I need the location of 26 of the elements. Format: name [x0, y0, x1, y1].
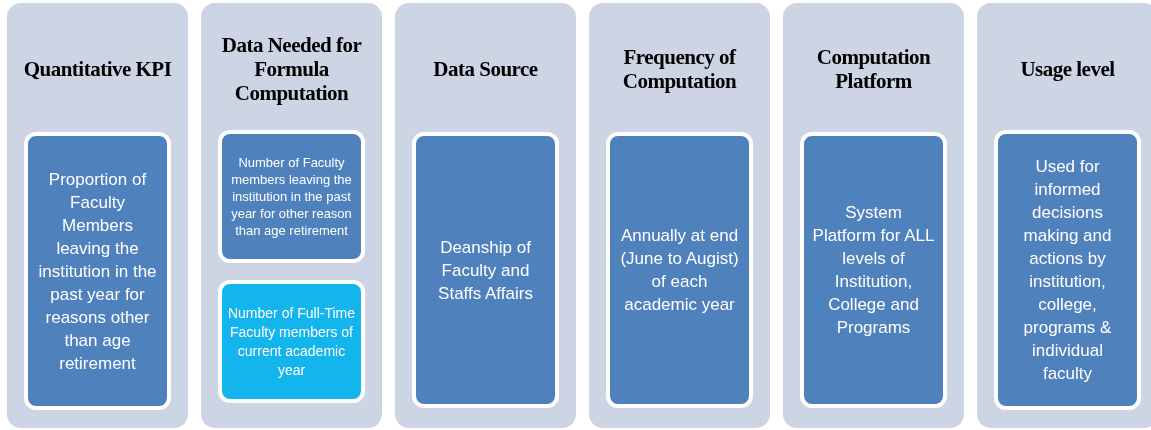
column-panel — [589, 3, 770, 428]
box-text: Used for informed decisions making and actions by institution, college, programs & individual faculty — [1022, 156, 1113, 385]
box-text: Deanship of Faculty and Staffs Affairs — [437, 236, 534, 305]
content-box — [800, 132, 947, 408]
box-text: Number of Full-Time Faculty members of current academic year — [226, 303, 357, 380]
column-panel — [977, 3, 1151, 428]
box-text: Number of Faculty members leaving the institution in the past year for other reason than age retirement — [230, 154, 353, 239]
column-heading: Computation Platform — [815, 45, 932, 93]
content-box — [218, 130, 365, 263]
box-text: System Platform for ALL levels of Institution, College and Programs — [812, 202, 935, 339]
column-heading: Data Needed for Formula Computation — [220, 33, 363, 105]
content-box — [994, 130, 1141, 410]
column-panel — [783, 3, 964, 428]
column-panel — [395, 3, 576, 428]
content-box — [218, 280, 365, 403]
content-box — [606, 132, 753, 408]
column-heading: Data Source — [433, 57, 538, 81]
column-panel — [7, 3, 188, 428]
column-heading: Usage level — [1020, 57, 1115, 81]
box-text: Annually at end (June to Augist) of each academic year — [619, 225, 740, 316]
column-heading: Frequency of Computation — [621, 45, 738, 93]
column-heading: Quantitative KPI — [23, 57, 172, 81]
content-box — [412, 132, 559, 408]
content-box — [24, 132, 171, 410]
box-text: Proportion of Faculty Members leaving the institution in the past year for reasons other than age retirement — [37, 168, 158, 375]
column-panel — [201, 3, 382, 428]
